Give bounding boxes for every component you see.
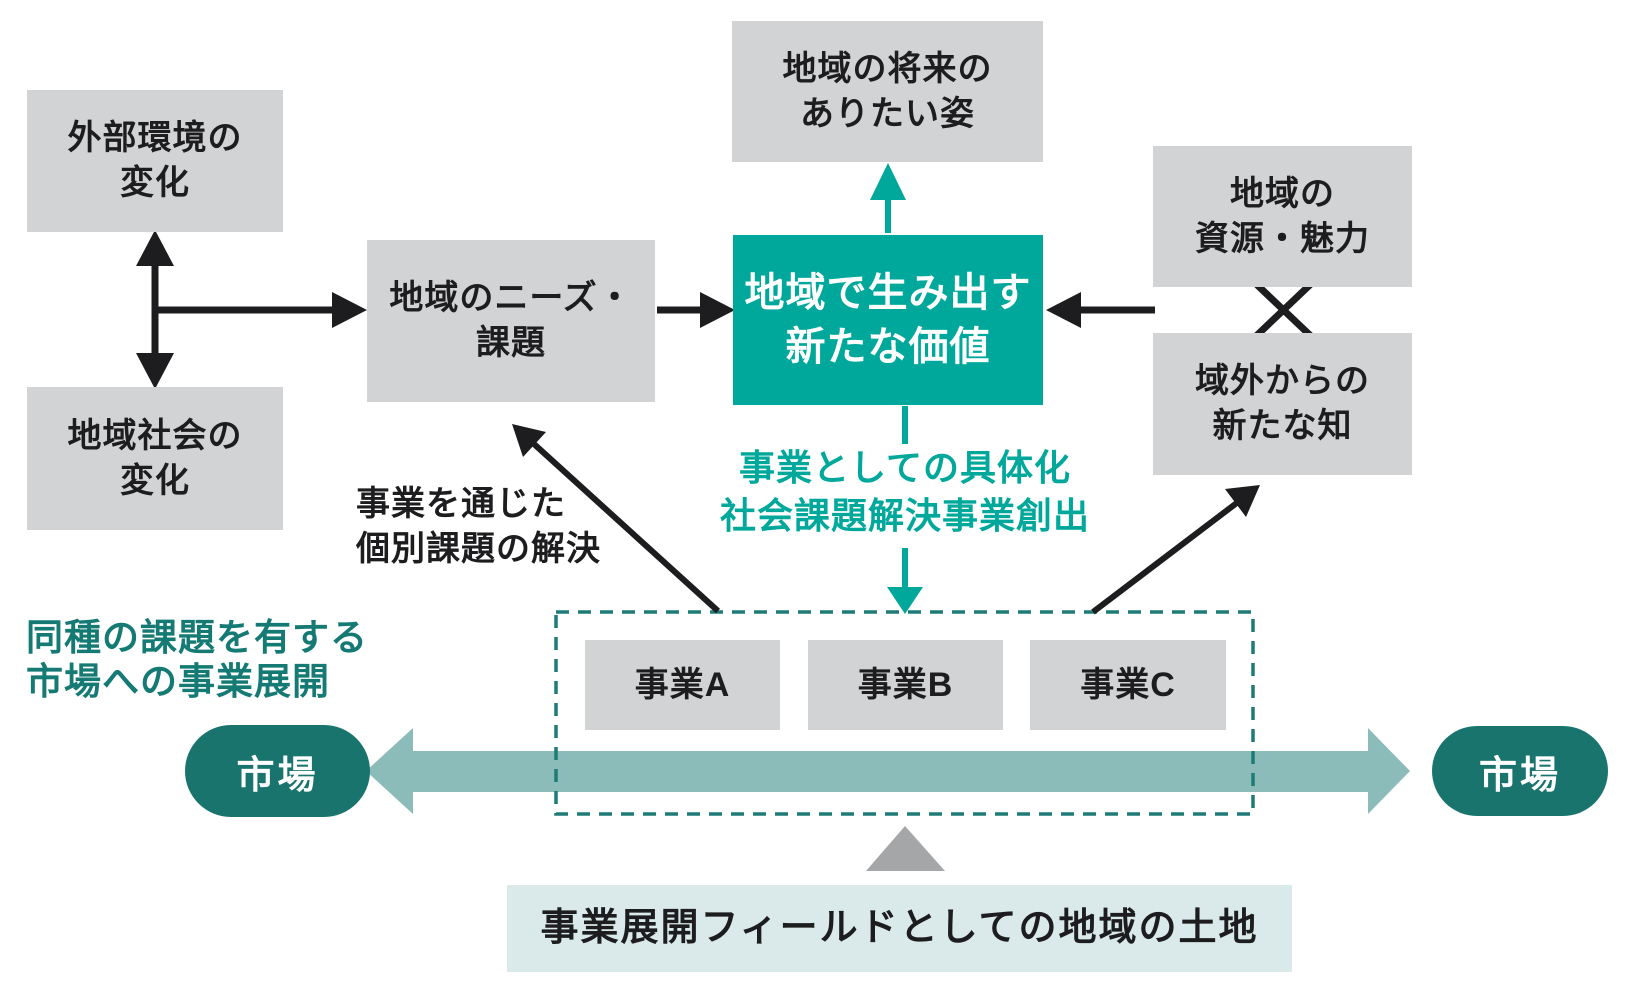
box-business-a: 事業A (585, 640, 780, 730)
box-business-b: 事業B (808, 640, 1003, 730)
box-business-c: 事業C (1030, 640, 1226, 730)
arrow-business-to-needs-icon (512, 424, 721, 614)
box-regional-needs: 地域のニーズ・ 課題 (367, 240, 655, 402)
box-future-vision: 地域の将来の ありたい姿 (732, 21, 1043, 162)
note-business-concretization: 事業としての具体化 社会課題解決事業創出 (719, 447, 1090, 536)
pill-market-right: 市場 (1432, 726, 1608, 816)
pill-market-left: 市場 (185, 725, 370, 817)
market-band-arrow-icon (366, 728, 1410, 814)
box-external-change: 外部環境の 変化 (27, 90, 283, 232)
box-community-change: 地域社会の 変化 (27, 387, 283, 530)
land-triangle-icon (866, 826, 945, 871)
box-new-value: 地域で生み出す 新たな価値 (733, 235, 1043, 405)
arrow-resources-to-value-icon (1046, 292, 1155, 328)
box-outside-knowledge: 域外からの 新たな知 (1153, 333, 1412, 475)
business-dashed-frame (554, 610, 1255, 816)
multiply-x-icon (1250, 278, 1317, 342)
box-regional-resources: 地域の 資源・魅力 (1153, 146, 1412, 287)
arrow-value-to-vision-icon (870, 163, 906, 233)
arrow-business-to-knowledge-icon (1091, 485, 1260, 615)
box-land-field: 事業展開フィールドとしての地域の土地 (507, 885, 1292, 972)
note-market-expansion: 同種の課題を有する 市場への事業展開 (26, 617, 368, 703)
arrow-value-to-business-icon (887, 406, 923, 614)
arrow-env-to-needs-icon (152, 292, 367, 328)
arrow-needs-to-value-icon (657, 292, 735, 328)
note-individual-solution: 事業を通じた 個別課題の解決 (356, 485, 601, 568)
